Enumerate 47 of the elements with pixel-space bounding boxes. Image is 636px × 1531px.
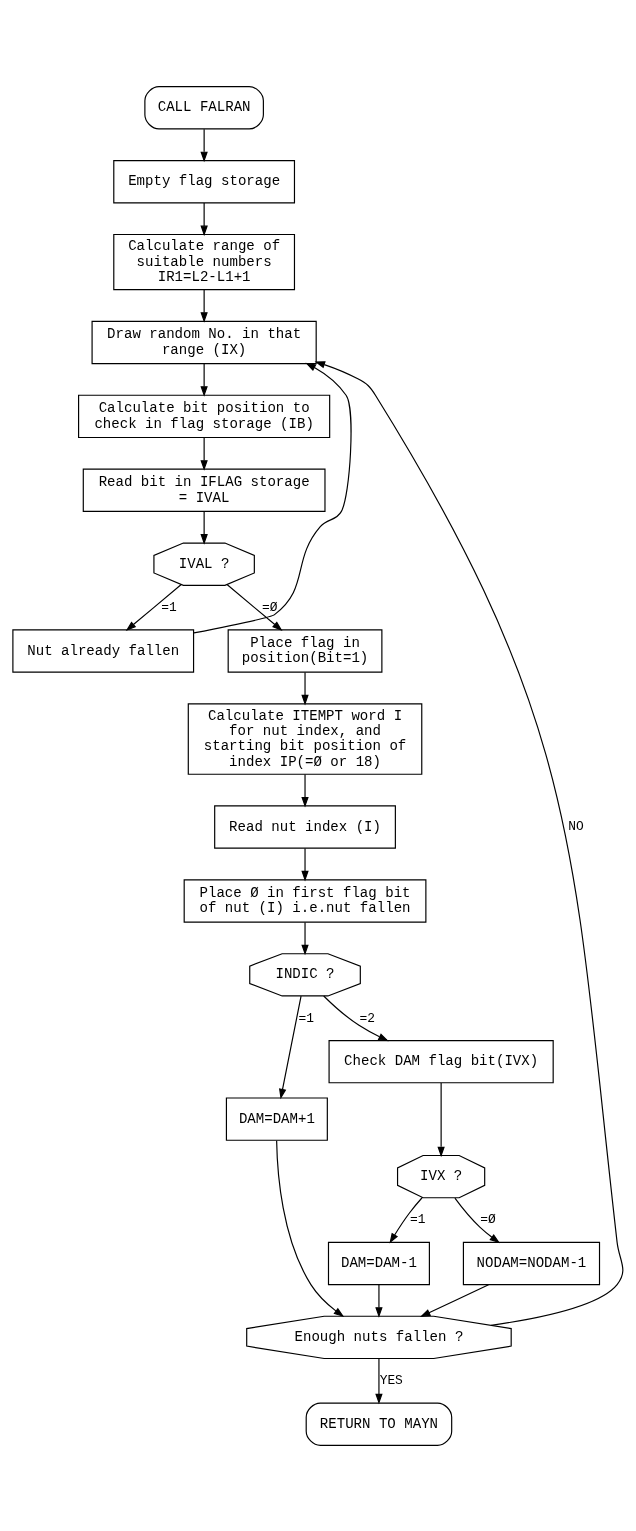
- node-box: RETURN TO MAYN: [305, 1402, 453, 1446]
- node-box: NODAM=NODAM-1: [462, 1241, 601, 1285]
- node-box: Draw random No. in that range (IX): [91, 320, 317, 364]
- arrow: [301, 671, 309, 705]
- node-box: Place flag in position(Bit=1): [227, 628, 383, 673]
- node-box: DAM=DAM-1: [327, 1241, 430, 1285]
- arrow: [193, 362, 352, 633]
- arrow: [375, 1283, 383, 1318]
- edge-label: =2: [359, 1010, 375, 1026]
- arrow: [200, 128, 208, 162]
- node-box: Check DAM flag bit(IVX): [328, 1039, 554, 1083]
- edge-label: =1: [298, 1010, 314, 1026]
- arrow: [200, 201, 208, 236]
- arrow: [279, 994, 302, 1099]
- node-box: Empty flag storage: [113, 159, 296, 203]
- arrow: [375, 1357, 383, 1404]
- arrow: [437, 1081, 445, 1157]
- edge-label: NO: [568, 818, 584, 834]
- edge-label: =1: [161, 599, 177, 615]
- arrow: [200, 436, 208, 471]
- arrow: [200, 288, 208, 323]
- edge-label: =Ø: [262, 599, 278, 615]
- arrow: [314, 360, 624, 1326]
- arrow: [323, 994, 389, 1041]
- arrow: [276, 1139, 345, 1317]
- node-box: DAM=DAM+1: [225, 1096, 328, 1141]
- arrow: [419, 1283, 490, 1317]
- node-box: CALL FALRAN: [144, 85, 264, 129]
- arrow: [226, 583, 283, 631]
- arrow: [200, 362, 208, 397]
- node-box: Calculate range of suitable numbers IR1=L2-L1+1: [113, 233, 296, 290]
- arrow: [454, 1197, 501, 1243]
- arrow: [389, 1196, 423, 1244]
- arrow: [301, 921, 309, 955]
- arrow: [301, 847, 309, 881]
- edge-label: YES: [379, 1372, 403, 1388]
- node-box: Calculate bit position to check in flag storage (IB): [78, 394, 331, 438]
- arrow: [301, 773, 309, 808]
- node-box: Read bit in IFLAG storage = IVAL: [82, 468, 326, 512]
- node-box: Nut already fallen: [12, 628, 195, 673]
- node-box: Calculate ITEMPT word I for nut index, and starting bit position of index IP(=Ø or 18): [187, 702, 423, 775]
- edge-label: =1: [409, 1211, 426, 1227]
- node-box: Read nut index (I): [214, 804, 396, 849]
- node-box: Place Ø in first flag bit of nut (I) i.e.nut fallen: [183, 878, 427, 923]
- arrow: [200, 510, 208, 545]
- edge-label: =Ø: [480, 1211, 496, 1227]
- arrow: [125, 583, 182, 631]
